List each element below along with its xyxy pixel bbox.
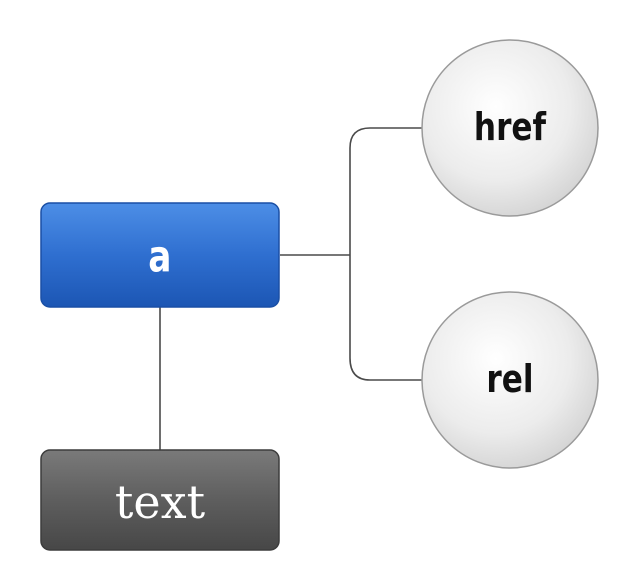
- attribute-node-circle: [421, 291, 599, 469]
- attribute-node-circle: [421, 39, 599, 217]
- element-node-label: a: [148, 231, 171, 282]
- attribute-node-label: href: [474, 106, 547, 150]
- element-node-box: [40, 202, 280, 308]
- text-node: text: [40, 449, 280, 551]
- branch-to-rel-connector: [349, 255, 422, 381]
- text-node-label: text: [115, 475, 206, 529]
- connectors: [159, 127, 422, 450]
- attribute-node-rel: rel: [421, 291, 599, 469]
- branch-to-href-connector: [349, 127, 422, 255]
- attribute-node-href: href: [421, 39, 599, 217]
- attribute-node-label: rel: [486, 358, 533, 402]
- element-node-a: a: [40, 202, 280, 308]
- text-node-box: [40, 449, 280, 551]
